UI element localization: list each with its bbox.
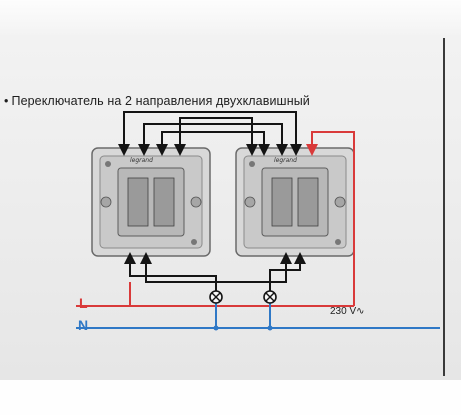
lamp-icon xyxy=(263,290,277,304)
control-wires-top xyxy=(123,111,297,140)
neutral-wire xyxy=(76,303,440,329)
monitor-edge xyxy=(443,38,445,376)
caption-text: Переключатель на 2 направления двухклави… xyxy=(11,94,310,108)
control-wire-arrows-top xyxy=(118,140,302,156)
control-wire-arrows-bottom xyxy=(124,252,306,268)
neutral-label: N xyxy=(78,317,89,333)
bottom-margin xyxy=(0,380,461,415)
switch-left: legrand xyxy=(91,147,211,257)
switch-left-brand: legrand xyxy=(130,157,153,164)
neutral-junction xyxy=(267,325,273,331)
voltage-label: 230 V∿ xyxy=(330,306,365,317)
caption-bullet: • xyxy=(4,94,9,108)
top-margin xyxy=(0,0,461,35)
diagram-caption: •Переключатель на 2 направления двухклав… xyxy=(4,94,310,108)
control-wires-bottom xyxy=(129,260,301,291)
lamp-icon xyxy=(209,290,223,304)
line-label: L xyxy=(79,295,88,311)
switch-right-brand: legrand xyxy=(274,157,297,164)
monitor-screen xyxy=(0,35,461,380)
neutral-junction xyxy=(213,325,219,331)
switch-right: legrand xyxy=(235,147,355,257)
